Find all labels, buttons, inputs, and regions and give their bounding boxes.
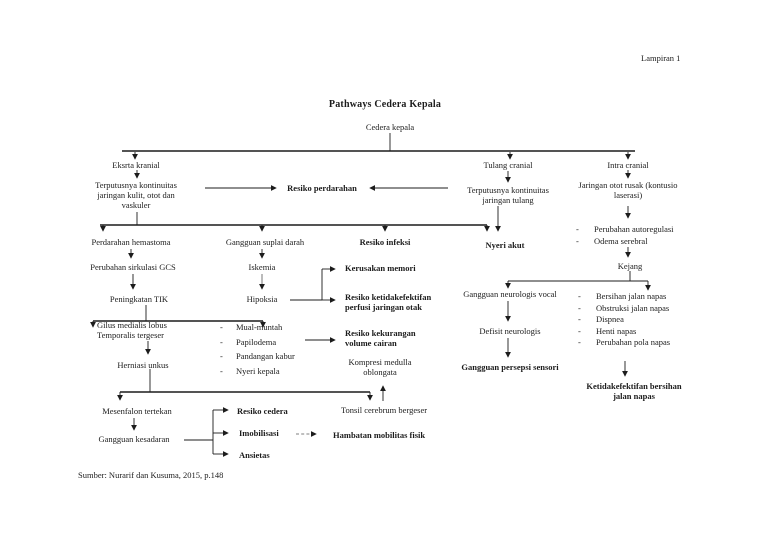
appendix-label: Lampiran 1 <box>641 53 681 63</box>
node-resiko-volume: Resiko kekurangan volume cairan <box>345 328 416 348</box>
list-item-label: Odema serebral <box>594 236 648 247</box>
list-intra-effects: - Perubahan autoregulasi - Odema serebral <box>576 224 674 249</box>
node-gangguan-suplai-darah: Gangguan suplai darah <box>225 237 305 247</box>
node-resiko-cedera: Resiko cedera <box>237 406 288 416</box>
list-item-label: Perubahan autoregulasi <box>594 224 674 234</box>
node-nyeri-akut: Nyeri akut <box>485 240 525 250</box>
bullet-dash: - <box>578 302 581 313</box>
node-kejang: Kejang <box>617 261 643 271</box>
node-resiko-infeksi: Resiko infeksi <box>359 237 411 247</box>
list-item: - Papilodema <box>220 337 295 352</box>
bullet-dash: - <box>220 336 223 347</box>
node-kerusakan-memori: Kerusakan memori <box>345 263 416 273</box>
page-title: Pathways Cedera Kepala <box>328 99 442 110</box>
bullet-dash: - <box>576 236 579 247</box>
list-item: - Nyeri kepala <box>220 366 295 381</box>
list-item-label: Henti napas <box>596 325 637 336</box>
list-item: - Perubahan autoregulasi <box>576 224 674 236</box>
node-herniasi-unkus: Herniasi unkus <box>117 360 169 370</box>
node-jaringan-otot-rusak: Jaringan otot rusak (kontusio laserasi) <box>578 180 678 200</box>
node-gilus-medialis: Gilus medialis lobus Temporalis tergeser <box>97 320 167 340</box>
node-terputus-kulit: Terputusnya kontinuitas jaringan kulit, … <box>95 180 177 210</box>
node-resiko-perdarahan: Resiko perdarahan <box>287 183 357 193</box>
node-resiko-perfusi: Resiko ketidakefektifan perfusi jaringan… <box>345 292 432 312</box>
node-defisit-neurologis: Defisit neurologis <box>479 326 541 336</box>
list-item-label: Obstruksi jalan napas <box>596 302 670 313</box>
bullet-dash: - <box>578 325 581 336</box>
list-item: - Pandangan kabur <box>220 351 295 366</box>
list-item-label: Mual-muntah <box>236 322 283 332</box>
list-item-label: Dispnea <box>596 314 624 325</box>
node-intra-cranial: Intra cranial <box>607 160 649 170</box>
node-mesenfalon-tertekan: Mesenfalon tertekan <box>102 406 172 416</box>
bullet-dash: - <box>578 337 581 348</box>
node-cedera-kepala: Cedera kepala <box>365 122 415 132</box>
node-ketidakefektifan-bersihan: Ketidakefektifan bersihan jalan napas <box>586 381 682 401</box>
node-ansietas: Ansietas <box>239 450 270 460</box>
list-napas-problems: - Bersihan jalan napas - Obstruksi jalan n… <box>578 291 670 349</box>
bullet-dash: - <box>220 365 223 376</box>
list-item-label: Pandangan kabur <box>236 351 295 361</box>
bullet-dash: - <box>578 314 581 325</box>
list-item: - Dispnea <box>578 314 670 326</box>
node-perdarahan-hemastoma: Perdarahan hemastoma <box>91 237 171 247</box>
list-item: - Henti napas <box>578 326 670 338</box>
node-iskemia: Iskemia <box>248 262 276 272</box>
list-item: - Perubahan pola napas <box>578 337 670 349</box>
list-item: - Obstruksi jalan napas <box>578 303 670 315</box>
list-item-label: Perubahan pola napas <box>596 337 671 348</box>
list-item: - Bersihan jalan napas <box>578 291 670 303</box>
node-hambatan-mobilitas: Hambatan mobilitas fisik <box>333 430 426 440</box>
node-hipoksia: Hipoksia <box>246 294 278 304</box>
list-item: - Odema serebral <box>576 236 674 248</box>
node-perubahan-sirkulasi-gcs: Perubahan sirkulasi GCS <box>90 262 176 272</box>
list-item: - Mual-muntah <box>220 322 295 337</box>
bullet-dash: - <box>576 224 579 234</box>
list-item-label: Papilodema <box>236 336 277 347</box>
node-peningkatan-tik: Peningkatan TIK <box>109 294 169 304</box>
node-imobilisasi: Imobilisasi <box>239 428 279 438</box>
list-item-label: Nyeri kepala <box>236 365 280 376</box>
node-terputus-tulang: Terputusnya kontinuitas jaringan tulang <box>467 185 549 205</box>
bullet-dash: - <box>220 322 223 332</box>
node-gangguan-neurologis-vocal: Gangguan neurologis vocal <box>463 289 557 299</box>
node-kompresi-medulla: Kompresi medulla oblongata <box>348 357 412 377</box>
node-tulang-cranial: Tulang cranial <box>483 160 533 170</box>
bullet-dash: - <box>578 291 581 301</box>
bullet-dash: - <box>220 351 223 361</box>
node-gangguan-persepsi: Gangguan persepsi sensori <box>461 362 559 372</box>
list-item-label: Bersihan jalan napas <box>596 291 667 301</box>
node-tonsil-cerebrum: Tonsil cerebrum bergeser <box>340 405 428 415</box>
node-gangguan-kesadaran: Gangguan kesadaran <box>98 434 170 444</box>
node-ekstra-kranial: Eksrta kranial <box>112 160 160 170</box>
list-tik-symptoms: - Mual-muntah - Papilodema - Pandangan kabu… <box>220 322 295 380</box>
source-citation: Sumber: Nurarif dan Kusuma, 2015, p.148 <box>78 470 224 480</box>
